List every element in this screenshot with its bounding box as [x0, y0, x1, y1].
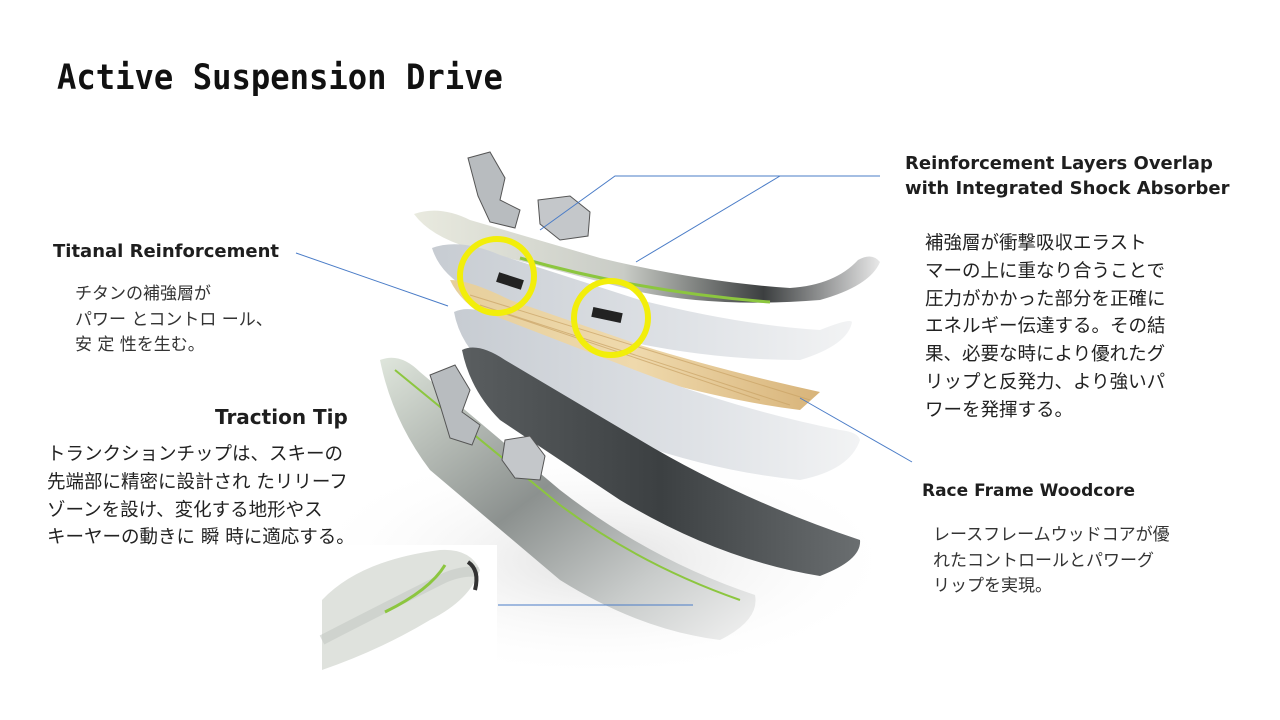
- page-title: Active Suspension Drive: [57, 58, 503, 98]
- ski-topsheet-layer: [414, 210, 880, 304]
- leader-lines: [295, 175, 913, 606]
- woodcore-heading: Race Frame Woodcore: [922, 481, 1135, 501]
- woodcore-body: レースフレームウッドコアが優 れたコントロールとパワーグ リップを実現。: [933, 525, 1170, 596]
- ski-base-gray-layer: [454, 309, 860, 480]
- reinforcement-body: 補強層が衝撃吸収エラスト マーの上に重なり合うことで 圧力がかかった部分を正確に…: [925, 233, 1166, 421]
- reinforcement-heading-line2: with Integrated Shock Absorber: [905, 178, 1230, 200]
- leader-line-woodcore: [799, 397, 913, 463]
- titanal-body: チタンの補強層が パワー とコントロ ール、 安 定 性を生む。: [75, 284, 273, 355]
- leader-line-reinforcement-b: [635, 175, 781, 263]
- ski-assembled: [380, 357, 756, 640]
- leader-line-reinforcement-a: [539, 175, 880, 231]
- reinforcement-heading-line1: Reinforcement Layers Overlap: [905, 153, 1213, 174]
- highlight-circle-1: [457, 236, 537, 316]
- binding-top: [467, 151, 591, 241]
- reinforcement-heading: Reinforcement Layers Overlap with Integr…: [905, 151, 1229, 201]
- titanal-heading: Titanal Reinforcement: [53, 241, 279, 262]
- leader-line-titanal: [295, 252, 449, 307]
- ski-tip-inset: [319, 545, 497, 675]
- highlight-circle-2: [571, 278, 651, 358]
- traction-tip-body: トランクションチップは、スキーの 先端部に精密に設計され たリリーフ ゾーンを設…: [47, 444, 355, 549]
- traction-tip-heading: Traction Tip: [215, 405, 348, 429]
- ski-base-dark-layer: [462, 347, 861, 576]
